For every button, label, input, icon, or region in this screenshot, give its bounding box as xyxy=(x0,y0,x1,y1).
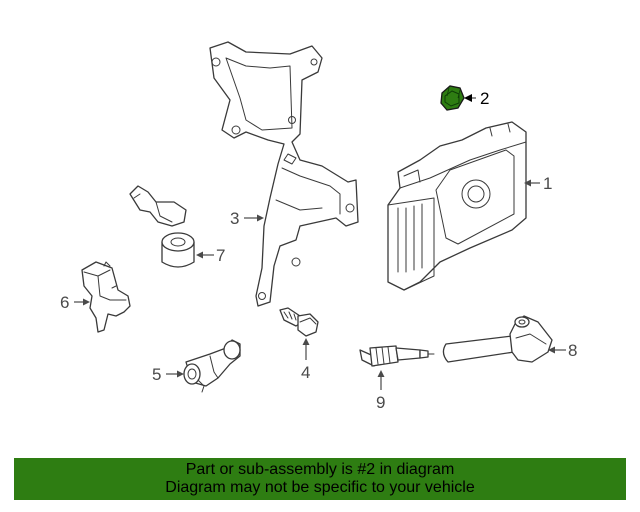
part-7-sensor[interactable] xyxy=(129,185,195,268)
leader-lines xyxy=(74,94,566,390)
callout-8: 8 xyxy=(568,341,577,360)
callout-labels: 1 2 3 4 5 6 7 8 9 xyxy=(60,89,577,412)
callout-3: 3 xyxy=(230,209,239,228)
part-3-bracket[interactable] xyxy=(209,41,359,307)
banner-line-disclaimer: Diagram may not be specific to your vehi… xyxy=(165,479,475,496)
part-9-spark-plug[interactable] xyxy=(359,345,435,367)
callout-1: 1 xyxy=(543,174,552,193)
info-banner: Part or sub-assembly is #2 in diagram Di… xyxy=(14,458,626,500)
banner-line-part: Part or sub-assembly is #2 in diagram xyxy=(185,461,455,478)
callout-6: 6 xyxy=(60,293,69,312)
callout-5: 5 xyxy=(152,365,161,384)
part-8-ignition-coil[interactable] xyxy=(442,315,553,363)
callout-9: 9 xyxy=(376,393,385,412)
part-5-sensor[interactable] xyxy=(183,339,241,393)
part-4-bolt[interactable] xyxy=(279,307,319,337)
part-6-sensor[interactable] xyxy=(81,261,131,333)
part-1-control-module[interactable] xyxy=(387,121,527,291)
parts-diagram: 1 2 3 4 5 6 7 8 9 xyxy=(60,41,577,412)
part-2-nut[interactable] xyxy=(440,85,465,111)
callout-7: 7 xyxy=(216,246,225,265)
callout-2: 2 xyxy=(480,89,489,108)
callout-4: 4 xyxy=(301,363,310,382)
